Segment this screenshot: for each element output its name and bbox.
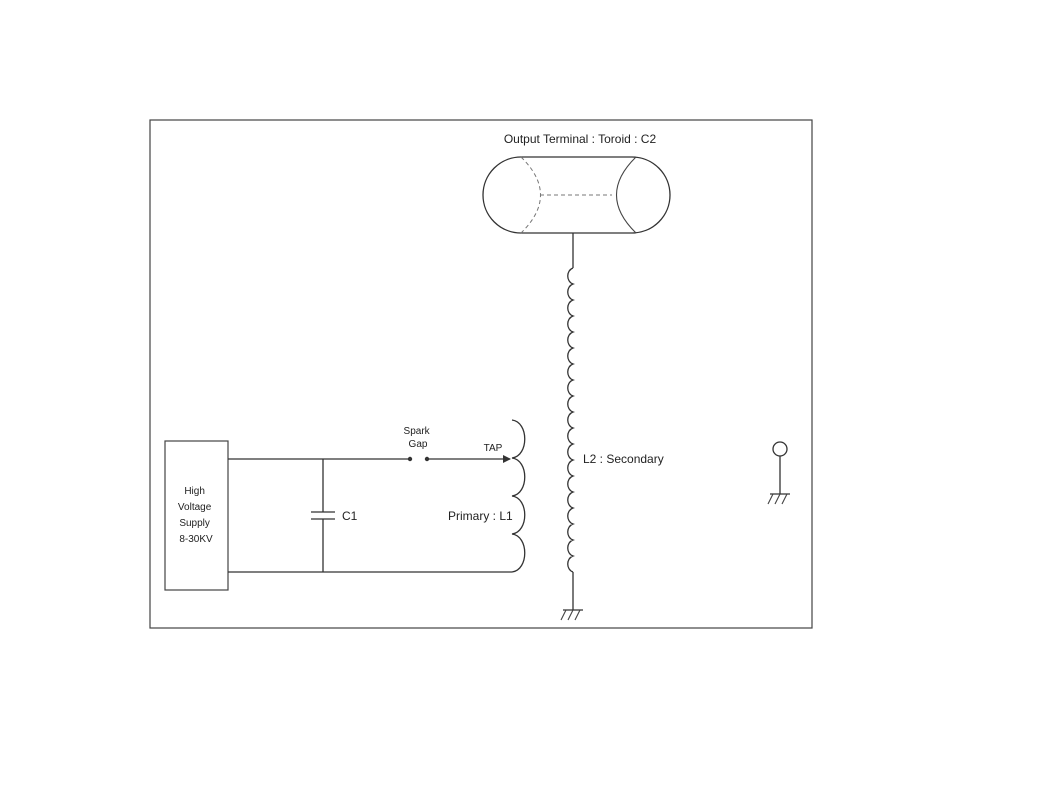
secondary-ground-symbol — [560, 609, 583, 621]
supply-label-line: Supply — [179, 518, 210, 529]
spark-gap-label-line: Gap — [409, 439, 428, 450]
secondary-coil-l2 — [567, 233, 575, 610]
supply-label-line: Voltage — [178, 502, 212, 513]
output-terminal-label: Output Terminal : Toroid : C2 — [504, 132, 657, 146]
spark-gap-label-line: Spark — [404, 426, 431, 437]
supply-label-line: 8-30KV — [179, 534, 213, 545]
spark-gap — [407, 456, 430, 462]
capacitor-label: C1 — [342, 509, 358, 523]
high-voltage-supply-box — [164, 440, 229, 591]
supply-label: High Voltage Supply 8-30KV — [178, 486, 214, 545]
tap-arrow — [503, 455, 511, 463]
ground-rod-symbol — [767, 441, 790, 505]
secondary-label: L2 : Secondary — [583, 452, 664, 466]
spark-gap-label: Spark Gap — [404, 426, 433, 450]
tap-label: TAP — [484, 443, 503, 454]
capacitor-c1 — [311, 511, 335, 520]
primary-label: Primary : L1 — [448, 509, 513, 523]
toroid-output-terminal — [482, 156, 671, 234]
supply-label-line: High — [184, 486, 205, 497]
primary-coil-l1 — [511, 419, 526, 573]
diagram-frame — [149, 119, 813, 629]
primary-circuit-wires — [228, 458, 512, 573]
